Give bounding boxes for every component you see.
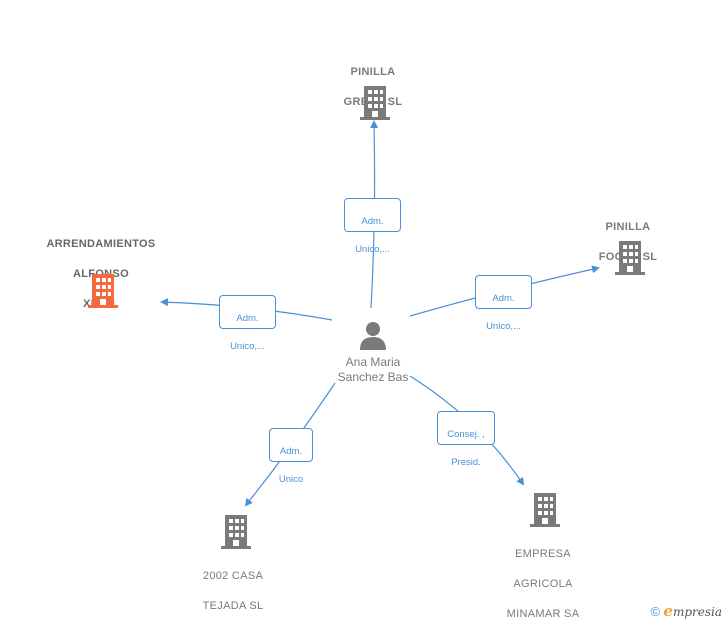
person-icon[interactable]: [358, 320, 388, 350]
company-label-pinilla-green[interactable]: PINILLA GREEN SL: [343, 66, 403, 108]
person-name[interactable]: Ana Maria Sanchez Bas: [337, 355, 409, 384]
brand-logo-initial: e: [663, 602, 673, 620]
building-icon[interactable]: [221, 515, 251, 549]
building-icon[interactable]: [530, 493, 560, 527]
relation-label-minamar[interactable]: Consej. , Presid.: [437, 411, 495, 468]
relation-label-pinilla-green[interactable]: Adm. Unico,...: [344, 198, 401, 255]
copyright-symbol: ©: [650, 604, 661, 619]
building-icon[interactable]: [360, 86, 390, 120]
company-label-casa-tejada[interactable]: 2002 CASA TEJADA SL: [202, 570, 264, 612]
relation-label-arrendamientos[interactable]: Adm. Unico,...: [219, 295, 276, 352]
company-label-minamar[interactable]: EMPRESA AGRICOLA MINAMAR SA: [506, 548, 580, 620]
brand-name: mpresia: [672, 605, 722, 619]
building-icon-highlighted[interactable]: [88, 274, 118, 308]
relation-label-casa-tejada[interactable]: Adm. Unico: [269, 428, 313, 485]
relation-label-pinilla-foods[interactable]: Adm. Unico,...: [475, 275, 532, 332]
building-icon[interactable]: [615, 241, 645, 275]
brand-footer[interactable]: © empresia: [650, 602, 722, 620]
